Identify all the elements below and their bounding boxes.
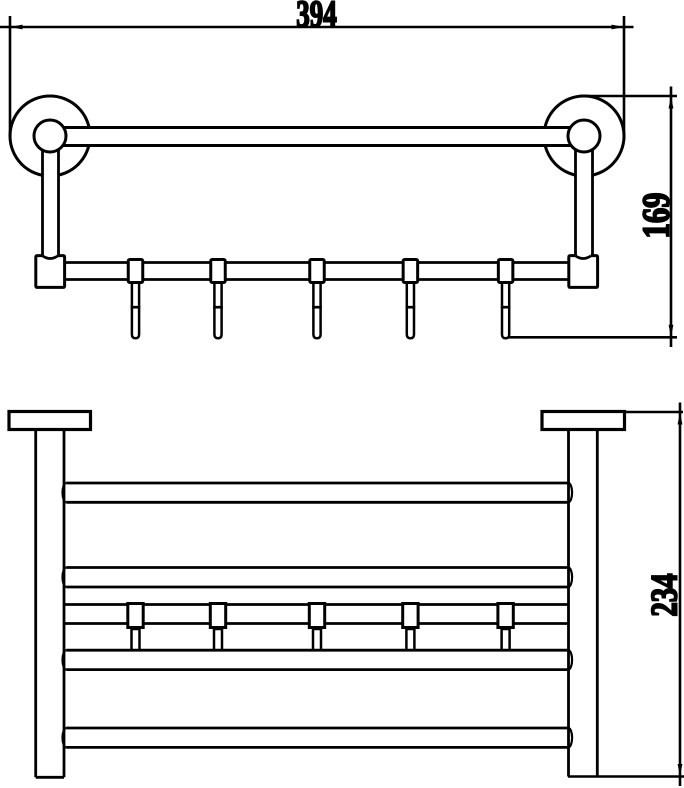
svg-text:394: 394 <box>296 0 337 36</box>
svg-text:169: 169 <box>635 193 677 239</box>
svg-text:234: 234 <box>643 574 684 617</box>
